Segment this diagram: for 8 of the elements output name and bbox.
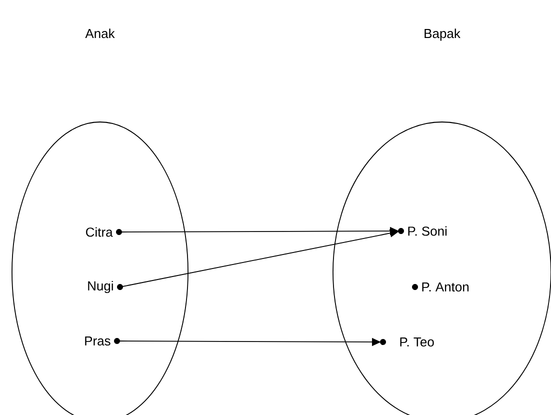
set-heading: Anak [85,28,115,38]
element-label: Pras [85,336,110,346]
element-label: P. Anton [422,282,469,292]
element-label: Nugi [88,280,113,294]
set-heading: Bapak [424,28,460,41]
element-label: P. Teo [400,337,434,347]
element-label: Citra [86,227,113,237]
element-label: P. Soni [408,226,447,236]
